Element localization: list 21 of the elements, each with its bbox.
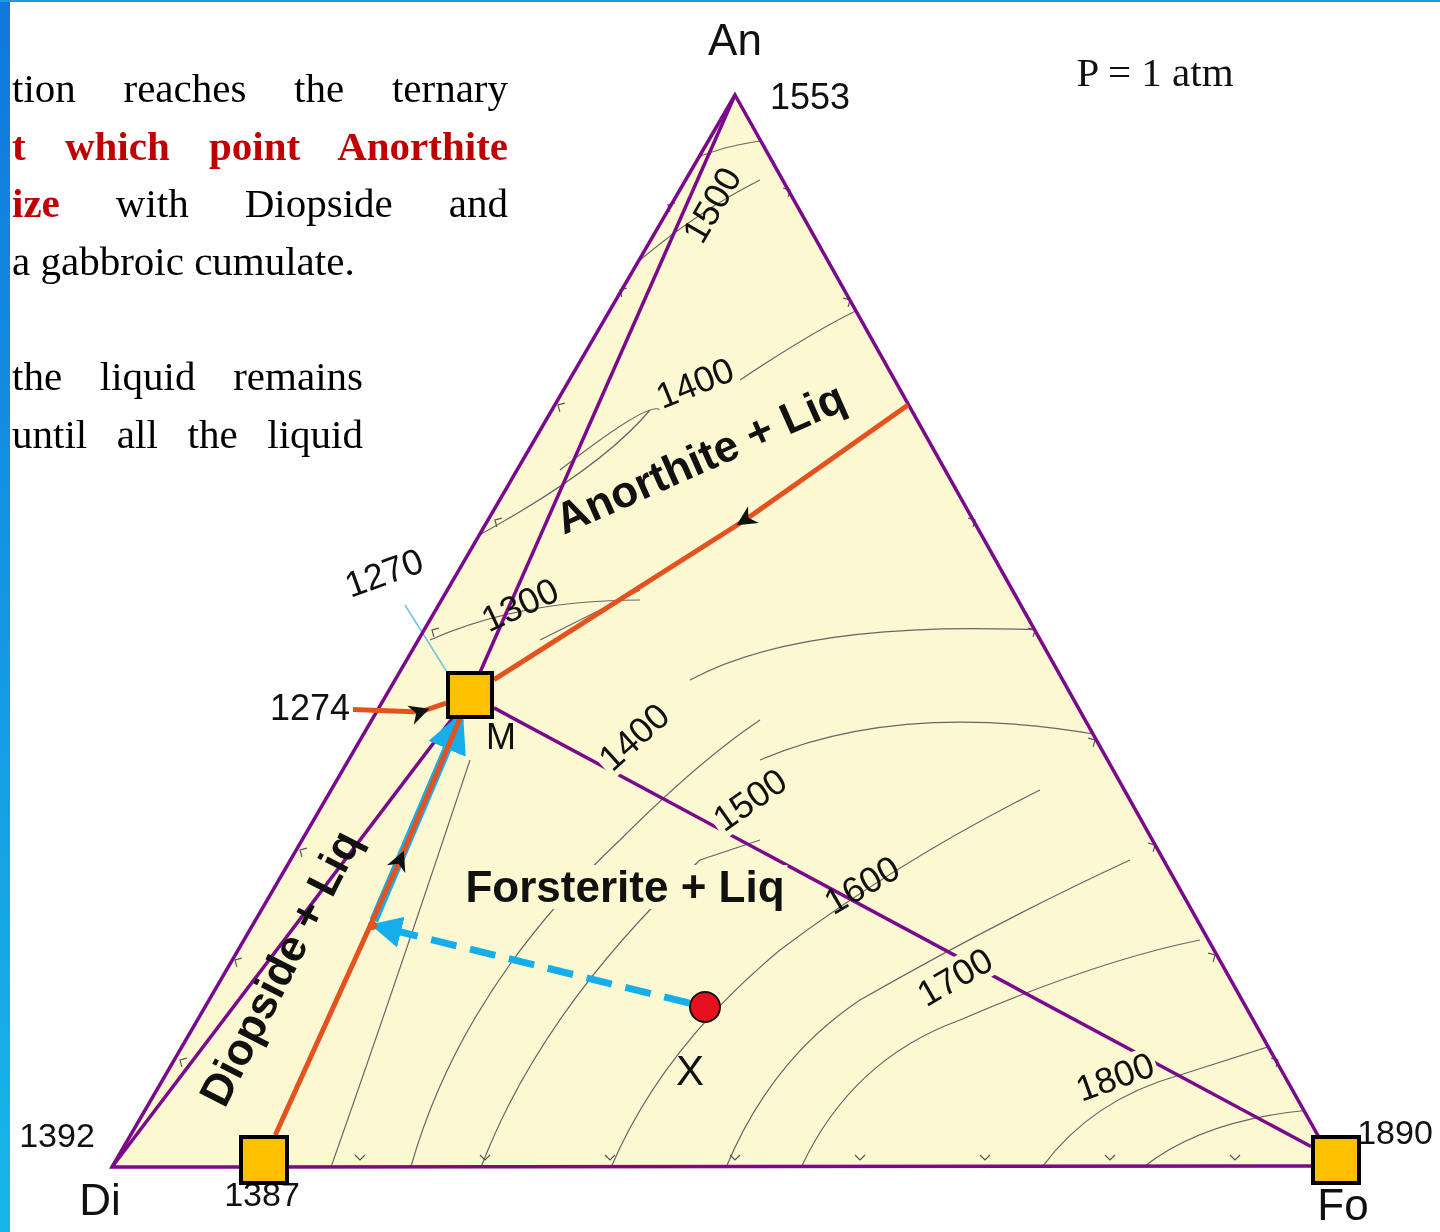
cotectic-line [352, 700, 447, 725]
temperature-label: 1392 [19, 1118, 95, 1152]
phase-marker-square [239, 1135, 289, 1185]
phase-marker-square [1311, 1135, 1361, 1185]
cotectic-line [273, 718, 463, 1137]
vertex-label: Di [79, 1178, 121, 1222]
tie-line [493, 706, 1312, 1149]
temperature-label: 1274 [269, 690, 351, 726]
temperature-label: 1553 [769, 79, 851, 115]
point-label: X [676, 1050, 704, 1092]
vertex-label: Fo [1317, 1183, 1369, 1227]
temperature-label: 1300 [476, 571, 564, 639]
body-text: tion reaches the ternary t which point Anorthite ize with Diopside and a gabbroic cumulate. [12, 64, 508, 286]
vertex-label: An [708, 18, 762, 62]
temperature-label: 1600 [818, 849, 906, 921]
point-label: M [486, 719, 516, 755]
temperature-label: 1890 [1357, 1115, 1433, 1149]
temperature-label: 1270 [340, 542, 428, 604]
cotectic-point [367, 920, 377, 930]
pressure-note: P = 1 atm [1076, 51, 1234, 93]
body-text: the liquid remains until all the liquid [12, 352, 363, 459]
